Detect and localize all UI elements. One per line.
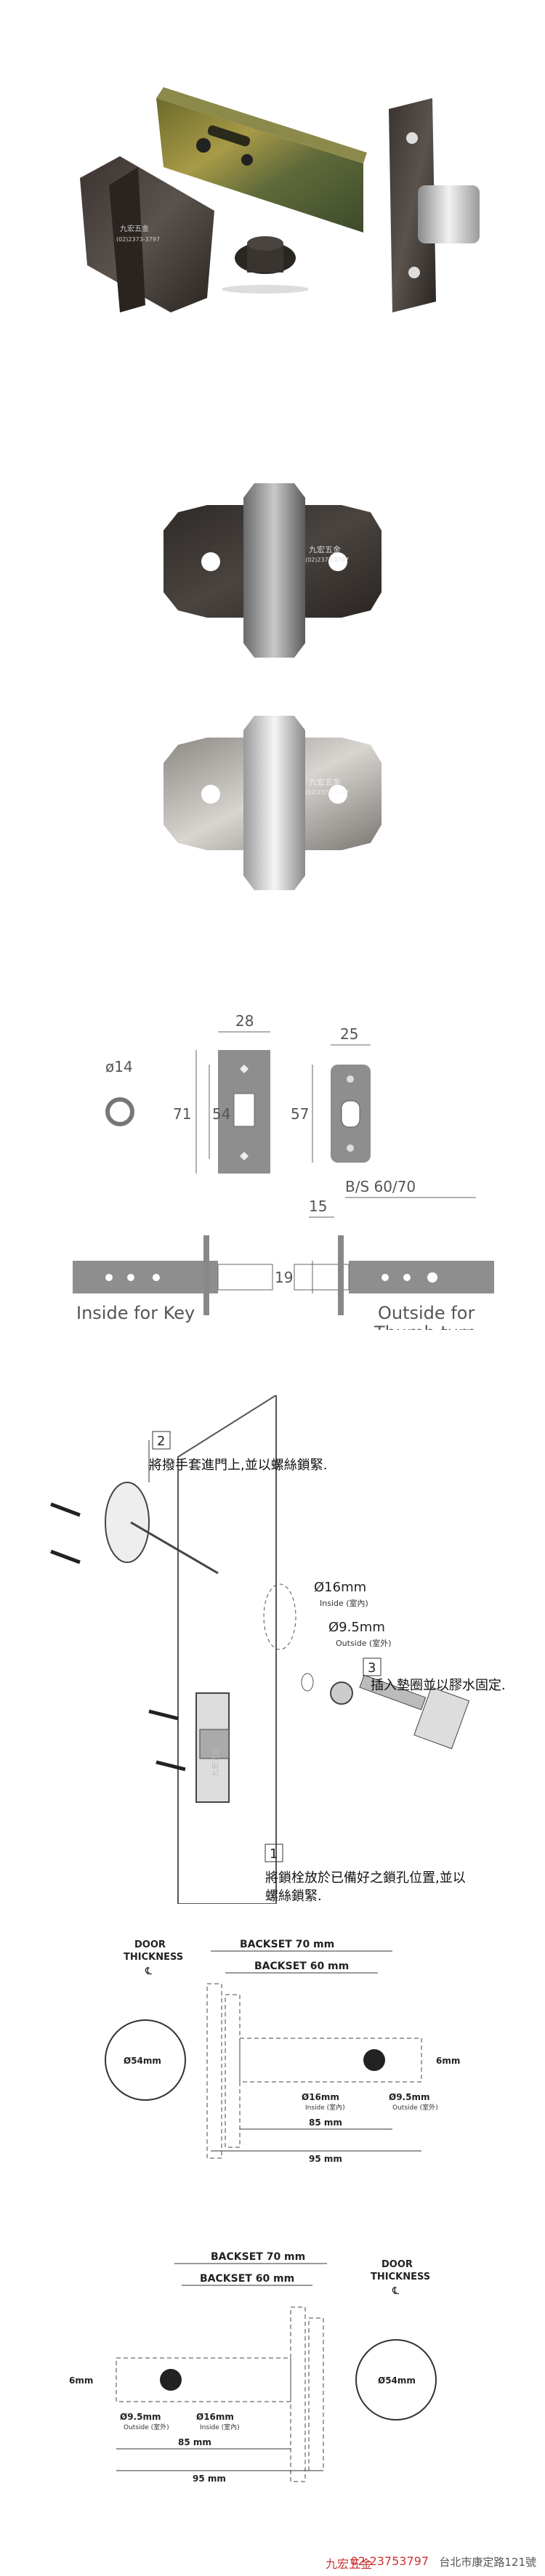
bolt-19-label: 19 bbox=[275, 1269, 293, 1286]
svg-text:THICKNESS: THICKNESS bbox=[371, 2272, 430, 2282]
ring-dia-label: ø14 bbox=[105, 1058, 133, 1075]
svg-text:Ø9.5mm: Ø9.5mm bbox=[120, 2412, 161, 2422]
d16-label: Ø16mm bbox=[314, 1580, 366, 1595]
svg-text:(02)2373-3797: (02)2373-3797 bbox=[305, 557, 349, 563]
svg-text:Inside (室內): Inside (室內) bbox=[305, 2103, 345, 2112]
svg-text:85 mm: 85 mm bbox=[309, 2117, 342, 2128]
svg-text:Outside (室外): Outside (室外) bbox=[124, 2423, 169, 2431]
outside-label-2: Thumb turn bbox=[374, 1323, 477, 1330]
svg-text:85 mm: 85 mm bbox=[178, 2437, 211, 2447]
strike-width-label: 28 bbox=[235, 1012, 254, 1030]
backset-label: B/S 60/70 bbox=[345, 1178, 416, 1195]
footer: 九宏五金 02-23753797 台北市康定路121號 bbox=[0, 2543, 545, 2576]
footer-brand: 九宏五金 bbox=[325, 2557, 372, 2571]
svg-text:6mm: 6mm bbox=[69, 2375, 93, 2386]
svg-text:Ø9.5mm: Ø9.5mm bbox=[389, 2092, 429, 2102]
svg-text:九宏五金: 九宏五金 bbox=[309, 544, 341, 554]
svg-text:BACKSET 70 mm: BACKSET 70 mm bbox=[211, 2251, 305, 2263]
svg-text:℄: ℄ bbox=[145, 1966, 152, 1977]
latch-height-label: 57 bbox=[291, 1105, 309, 1123]
strike-inner-label: 54 bbox=[212, 1105, 230, 1123]
svg-text:Outside (室外): Outside (室外) bbox=[392, 2103, 438, 2112]
svg-text:Ø54mm: Ø54mm bbox=[378, 2375, 416, 2386]
step3-number: 3 bbox=[368, 1660, 376, 1676]
svg-text:Outside (室外): Outside (室外) bbox=[336, 1638, 392, 1648]
svg-text:BACKSET 60 mm: BACKSET 60 mm bbox=[200, 2273, 294, 2285]
svg-text:Inside (室內): Inside (室內) bbox=[320, 1598, 368, 1608]
step2-number: 2 bbox=[157, 1434, 165, 1449]
svg-text:(02)2373-3797: (02)2373-3797 bbox=[305, 789, 349, 796]
svg-text:九宏五金: 九宏五金 bbox=[309, 777, 341, 787]
backset70-label: BACKSET 70 mm bbox=[240, 1939, 334, 1950]
step3-text: 插入墊圈並以膠水固定. bbox=[371, 1678, 506, 1693]
step1-text-1: 將鎖栓放於已備好之鎖孔位置,並以 bbox=[265, 1870, 466, 1886]
technical-drawing-2: BACKSET 70 mm BACKSET 60 mm DOOR THICKNE… bbox=[0, 2238, 545, 2529]
svg-text:95 mm: 95 mm bbox=[193, 2474, 226, 2484]
svg-text:(02)2373-3797: (02)2373-3797 bbox=[116, 236, 160, 243]
svg-text:Ø54mm: Ø54mm bbox=[124, 2056, 161, 2066]
installation-diagram-section: 九宏五金 2 將撥手套進門上,並以螺絲鎖緊. Ø16mm Inside (室內)… bbox=[0, 1394, 545, 1905]
deadbolt-product-photo: 九宏五金 (02)2373-3797 bbox=[80, 87, 480, 312]
svg-text:95 mm: 95 mm bbox=[309, 2154, 342, 2164]
step2-text: 將撥手套進門上,並以螺絲鎖緊. bbox=[149, 1458, 327, 1473]
svg-text:THICKNESS: THICKNESS bbox=[124, 1952, 183, 1963]
d95-label: Ø9.5mm bbox=[328, 1620, 385, 1635]
backset60-label: BACKSET 60 mm bbox=[254, 1961, 349, 1972]
technical-drawing-1: DOOR THICKNESS ℄ Ø54mm BACKSET 70 mm BAC… bbox=[0, 1915, 545, 2205]
svg-text:九宏五金: 九宏五金 bbox=[211, 1748, 220, 1777]
drawing-2: BACKSET 70 mm BACKSET 60 mm DOOR THICKNE… bbox=[69, 2251, 437, 2484]
footer-address: 台北市康定路121號 bbox=[439, 2556, 536, 2569]
svg-text:Ø16mm: Ø16mm bbox=[196, 2412, 234, 2422]
thumbturn-photos: 九宏五金 (02)2373-3797 九宏五金 (02)2373-3797 bbox=[164, 483, 382, 890]
strike-height-label: 71 bbox=[173, 1105, 191, 1123]
step1-number: 1 bbox=[270, 1846, 278, 1862]
svg-text:6mm: 6mm bbox=[436, 2056, 460, 2066]
thumbturn-views-section: 九宏五金 (02)2373-3797 九宏五金 (02)2373-3797 bbox=[0, 465, 545, 901]
svg-text:Inside (室內): Inside (室內) bbox=[200, 2423, 240, 2431]
offset-15-label: 15 bbox=[309, 1198, 327, 1215]
dimension-diagram-section: ø14 28 71 54 25 57 B/S 60/70 bbox=[0, 996, 545, 1343]
svg-text:九宏五金: 九宏五金 bbox=[120, 224, 149, 233]
inside-key-label: Inside for Key bbox=[76, 1303, 195, 1323]
drawing-1: DOOR THICKNESS ℄ Ø54mm BACKSET 70 mm BAC… bbox=[105, 1939, 460, 2164]
footer-phone: 02-23753797 bbox=[350, 2554, 429, 2568]
installation-diagram: 九宏五金 2 將撥手套進門上,並以螺絲鎖緊. Ø16mm Inside (室內)… bbox=[50, 1394, 506, 1905]
svg-text:℄: ℄ bbox=[392, 2285, 399, 2297]
outside-label-1: Outside for bbox=[378, 1303, 475, 1323]
svg-text:DOOR: DOOR bbox=[134, 1939, 166, 1950]
product-photo-section: 九宏五金 (02)2373-3797 bbox=[0, 0, 545, 334]
dimension-diagram: ø14 28 71 54 25 57 B/S 60/70 bbox=[73, 1012, 494, 1343]
svg-text:DOOR: DOOR bbox=[382, 2259, 413, 2270]
latch-width-label: 25 bbox=[340, 1025, 358, 1043]
step1-text-2: 螺絲鎖緊. bbox=[265, 1889, 322, 1904]
watermark-logo: 九宏五金 (02)2373-3797 bbox=[116, 224, 160, 243]
svg-text:Ø16mm: Ø16mm bbox=[302, 2092, 339, 2102]
